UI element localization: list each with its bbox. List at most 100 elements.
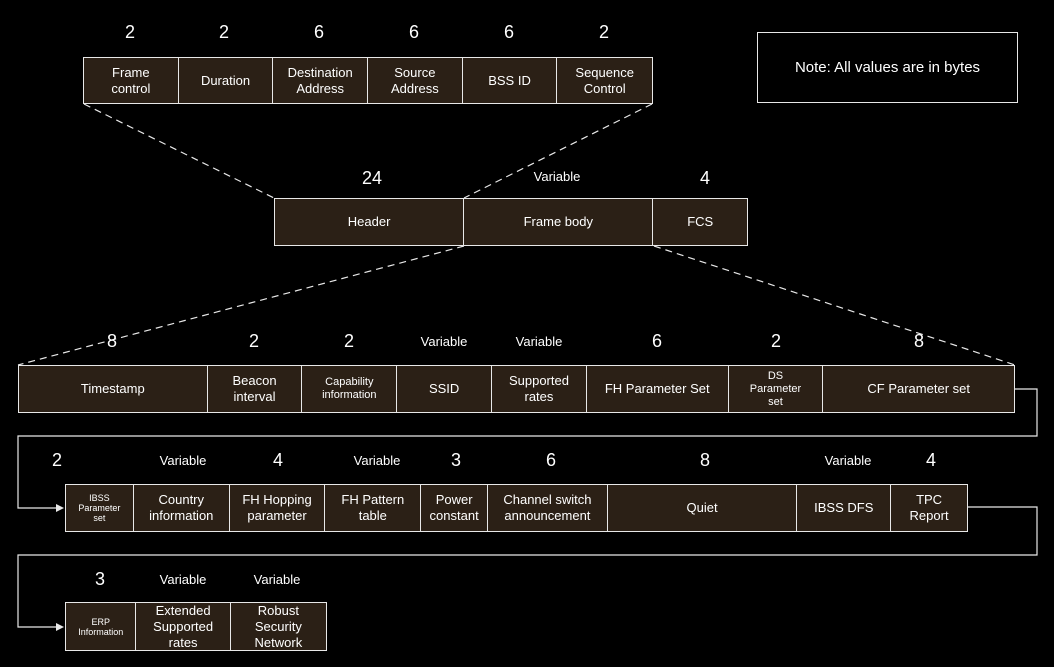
field-label: Frame control — [111, 64, 151, 96]
size-label: 2 — [770, 331, 782, 351]
header-expand-line-left — [83, 103, 275, 199]
field-label: Robust Security Network — [254, 602, 303, 650]
size-label: 8 — [913, 331, 925, 351]
field-duration: Duration — [179, 58, 274, 103]
size-label: 6 — [545, 450, 557, 470]
field-label: CF Parameter set — [867, 381, 970, 396]
size-label: 6 — [503, 22, 515, 42]
field-label: ERP Information — [78, 616, 124, 637]
field-frame-control: Frame control — [84, 58, 179, 103]
body-expand-line-right — [653, 245, 1016, 366]
note-text: Note: All values are in bytes — [794, 59, 981, 76]
field-label: Source Address — [391, 64, 439, 96]
field-fh-hopping-parameter: FH Hopping parameter — [230, 485, 326, 531]
continuation-line-2 — [17, 506, 1038, 628]
field-label: TPC Report — [909, 492, 949, 523]
field-label: Extended Supported rates — [153, 602, 214, 650]
size-label: 2 — [124, 22, 136, 42]
field-ssid: SSID — [397, 366, 493, 412]
field-sequence-control: Sequence Control — [557, 58, 652, 103]
field-destination-address: Destination Address — [273, 58, 369, 103]
size-label: 24 — [361, 168, 383, 188]
field-erp-information: ERP Information — [66, 603, 137, 650]
field-supported-rates: Supported rates — [492, 366, 587, 412]
field-beacon-interval: Beacon interval — [208, 366, 303, 412]
field-tpc-report: TPC Report — [891, 485, 967, 531]
field-label: FCS — [687, 214, 714, 229]
field-capability-information: Capability information — [302, 366, 398, 412]
field-header: Header — [275, 199, 465, 245]
size-label: 4 — [699, 168, 711, 188]
size-label: Variable — [159, 572, 207, 587]
size-label: 6 — [651, 331, 663, 351]
field-label: FH Hopping parameter — [242, 492, 312, 523]
field-label: Frame body — [523, 214, 593, 229]
size-label: 2 — [343, 331, 355, 351]
continuation-line-1 — [17, 388, 1038, 509]
arrowhead-row2 — [56, 504, 64, 512]
body-row2-sizes: 2 Variable 4 Variable 3 6 8 Variable 4 — [18, 450, 1018, 474]
size-label: 2 — [218, 22, 230, 42]
mac-header-row: Frame control Duration Destination Addre… — [83, 57, 653, 104]
field-cf-parameter-set: CF Parameter set — [823, 366, 1014, 412]
size-label: Variable — [533, 169, 581, 184]
size-label: 2 — [248, 331, 260, 351]
field-ibss-parameter-set: IBSS Parameter set — [66, 485, 134, 531]
body-row1-sizes: 8 2 2 Variable Variable 6 2 8 — [18, 331, 1015, 355]
field-label: DS Parameter set — [749, 369, 802, 408]
field-label: Power constant — [429, 492, 479, 523]
size-label: 6 — [408, 22, 420, 42]
field-power-constant: Power constant — [421, 485, 489, 531]
size-label: 6 — [313, 22, 325, 42]
field-label: Timestamp — [80, 381, 145, 396]
size-label: Variable — [515, 334, 563, 349]
size-label: 4 — [925, 450, 937, 470]
field-label: Header — [347, 214, 391, 229]
field-fh-pattern-table: FH Pattern table — [325, 485, 422, 531]
field-label: Country information — [149, 492, 214, 523]
note-box: Note: All values are in bytes — [757, 32, 1018, 103]
size-label: Variable — [353, 453, 401, 468]
field-channel-switch-announcement: Channel switch announcement — [488, 485, 608, 531]
field-label: Sequence Control — [575, 64, 634, 96]
field-timestamp: Timestamp — [19, 366, 208, 412]
field-source-address: Source Address — [368, 58, 463, 103]
field-label: BSS ID — [488, 72, 531, 88]
body-row3: ERP Information Extended Supported rates… — [65, 602, 327, 651]
mac-header-sizes: 2 2 6 6 6 2 — [83, 22, 653, 46]
field-ibss-dfs: IBSS DFS — [797, 485, 892, 531]
field-label: Channel switch announcement — [503, 492, 592, 523]
field-bss-id: BSS ID — [463, 58, 558, 103]
size-label: 3 — [450, 450, 462, 470]
field-country-information: Country information — [134, 485, 230, 531]
field-label: FH Parameter Set — [604, 381, 710, 396]
size-label: 2 — [598, 22, 610, 42]
field-label: Quiet — [686, 500, 718, 515]
field-ds-parameter-set: DS Parameter set — [729, 366, 824, 412]
size-label: 3 — [94, 569, 106, 589]
body-row2: IBSS Parameter set Country information F… — [65, 484, 968, 532]
frame-sizes: 24 Variable 4 — [274, 168, 748, 192]
field-label: Capability information — [322, 376, 377, 401]
field-label: Duration — [200, 72, 251, 88]
field-label: SSID — [428, 381, 460, 396]
field-quiet: Quiet — [608, 485, 798, 531]
field-extended-supported-rates: Extended Supported rates — [136, 602, 231, 650]
size-label: 4 — [272, 450, 284, 470]
field-label: Beacon interval — [232, 373, 277, 404]
size-label: Variable — [253, 572, 301, 587]
field-frame-body: Frame body — [464, 199, 654, 245]
size-label: Variable — [420, 334, 468, 349]
size-label: Variable — [824, 453, 872, 468]
body-row1: Timestamp Beacon interval Capability inf… — [18, 365, 1015, 413]
field-fcs: FCS — [653, 199, 747, 245]
field-label: Supported rates — [508, 373, 569, 404]
arrowhead-row3 — [56, 623, 64, 631]
size-label: 8 — [699, 450, 711, 470]
frame-row: Header Frame body FCS — [274, 198, 748, 246]
size-label: 2 — [51, 450, 63, 470]
body-expand-line-left — [17, 245, 465, 366]
field-label: IBSS Parameter set — [78, 493, 121, 523]
field-label: Destination Address — [287, 64, 353, 96]
